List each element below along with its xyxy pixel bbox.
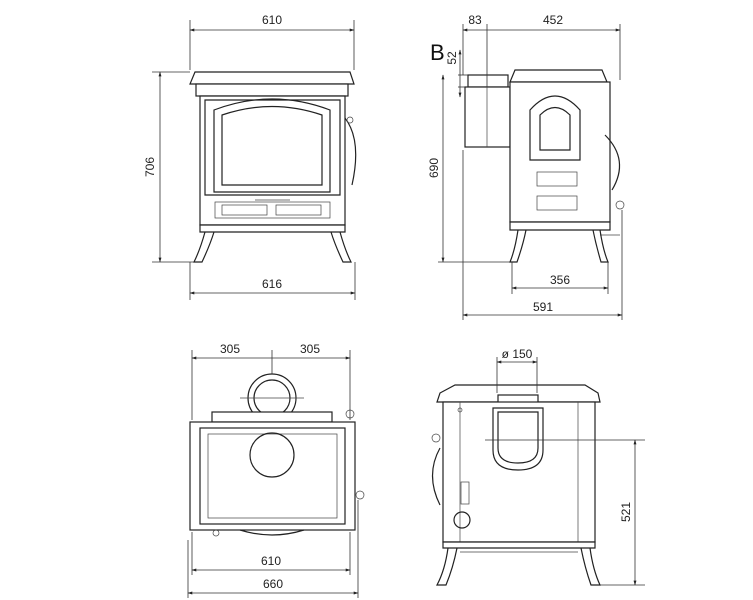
front-height-label: 706 xyxy=(143,157,157,177)
top-half-right-label: 305 xyxy=(300,342,320,356)
front-width-bottom-label: 616 xyxy=(262,277,282,291)
back-view: ø 150 521 xyxy=(431,347,645,586)
side-leg-depth-label: 356 xyxy=(550,273,570,287)
top-half-left-label: 305 xyxy=(220,342,240,356)
side-depth-total-label: 591 xyxy=(533,300,553,314)
top-view: 305 305 610 660 xyxy=(187,342,365,598)
top-width-label: 610 xyxy=(261,554,281,568)
side-height-label: 690 xyxy=(427,158,441,178)
side-view: B 83 452 52 690 356 5 xyxy=(427,13,625,320)
back-flue-diameter-label: ø 150 xyxy=(502,347,533,361)
front-view: 610 706 616 xyxy=(143,13,357,300)
top-width-total-label: 660 xyxy=(263,577,283,591)
side-flue-height-label: 52 xyxy=(445,51,459,65)
front-width-top-label: 610 xyxy=(262,13,282,27)
side-flue-offset-label: 83 xyxy=(468,13,482,27)
side-depth-top-label: 452 xyxy=(543,13,563,27)
back-flue-height-label: 521 xyxy=(619,502,633,522)
view-b-label: B xyxy=(430,40,445,65)
